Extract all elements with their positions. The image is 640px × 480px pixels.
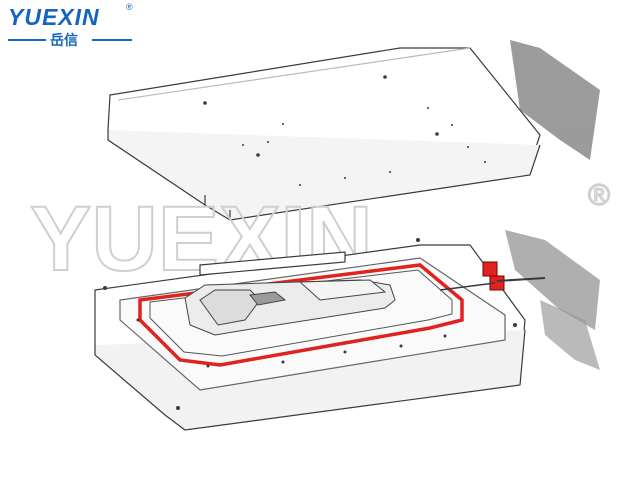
seal-ring	[138, 263, 464, 367]
watermark-registered-mark: ®	[588, 179, 610, 212]
logo-rule-left	[8, 39, 46, 41]
seal-ring-inner	[149, 269, 453, 357]
mold-lid	[107, 47, 541, 221]
logo-chinese-name: 岳信	[50, 33, 78, 49]
lid-holes	[203, 75, 486, 186]
base-holes	[103, 238, 517, 410]
logo-wordmark: YUEXIN	[8, 4, 100, 30]
logo: YUEXIN ® 岳信	[8, 2, 138, 49]
logo-registered-mark: ®	[126, 2, 133, 12]
logo-rule-right	[92, 39, 132, 41]
connector-block	[439, 261, 546, 291]
molded-part	[184, 279, 396, 336]
shadow-streaks	[505, 40, 600, 370]
